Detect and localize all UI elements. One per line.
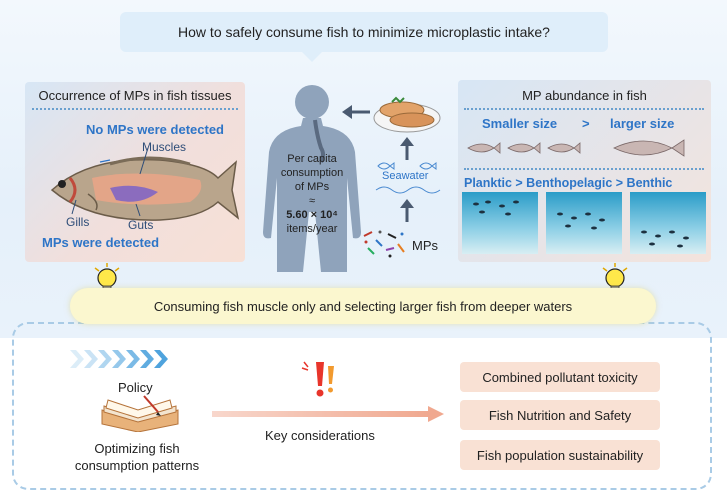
question-text: How to safely consume fish to minimize m… [178,24,550,40]
policy-caption: Optimizing fish consumption patterns [62,440,212,474]
consumption-unit: items/year [286,223,338,235]
arrow-up-icon [400,137,414,160]
arrow-left-icon [342,105,370,119]
consideration-item: Fish population sustainability [460,440,660,470]
policy-label: Policy [118,380,153,395]
recommendation-banner: Consuming fish muscle only and selecting… [70,288,656,324]
larger-size-label: larger size [610,116,675,131]
mps-detected-label: MPs were detected [42,235,160,250]
question-banner: How to safely consume fish to minimize m… [120,12,608,52]
no-mps-label: No MPs were detected [86,122,224,137]
policy-document-icon [101,395,179,432]
per-capita-consumption: Per capita consumption of MPs ≈ 5.60 × 1… [262,152,362,236]
consideration-label: Fish population sustainability [476,447,644,463]
muscles-label: Muscles [142,140,187,154]
smaller-size-label: Smaller size [482,116,558,131]
consumption-line1: Per capita [287,153,337,165]
chevrons-icon [70,350,168,368]
human-silhouette [263,85,361,272]
fish-plate-illustration [373,96,441,133]
policy-caption-line2: consumption patterns [74,458,200,473]
consumption-value: 5.60 × 10⁴ [286,209,338,221]
consideration-label: Fish Nutrition and Safety [488,407,632,423]
seawater-fish-icon [375,162,441,194]
key-considerations-arrow [212,406,444,422]
fish-size-comparison [467,139,685,157]
abundance-divider [464,108,704,110]
greater-than-symbol: > [582,116,590,131]
consideration-label: Combined pollutant toxicity [482,369,638,385]
fish-anatomy-illustration [50,148,240,221]
arrow-up-icon-2 [400,199,414,222]
consumption-line2: consumption [280,167,344,179]
occurrence-title: Occurrence of MPs in fish tissues [38,88,232,103]
approx-symbol: ≈ [308,195,316,207]
abundance-title: MP abundance in fish [522,88,647,103]
abundance-divider-2 [464,168,704,170]
recommendation-text: Consuming fish muscle only and selecting… [153,298,573,314]
consideration-item: Fish Nutrition and Safety [460,400,660,430]
guts-label: Guts [128,218,154,232]
microplastics-particles-icon [363,230,405,258]
gills-label: Gills [66,215,90,229]
habitat-scenes [462,192,706,254]
consideration-item: Combined pollutant toxicity [460,362,660,392]
mps-label: MPs [412,238,438,253]
key-considerations-label: Key considerations [265,428,375,443]
question-banner-pointer [300,50,324,62]
seawater-label: Seawater [382,170,429,182]
consumption-line3: of MPs [294,181,330,193]
habitat-ranking-label: Planktic > Benthopelagic > Benthic [464,176,673,190]
occurrence-divider [32,108,238,110]
policy-caption-line1: Optimizing fish [94,441,180,456]
exclamation-icon [301,361,334,397]
